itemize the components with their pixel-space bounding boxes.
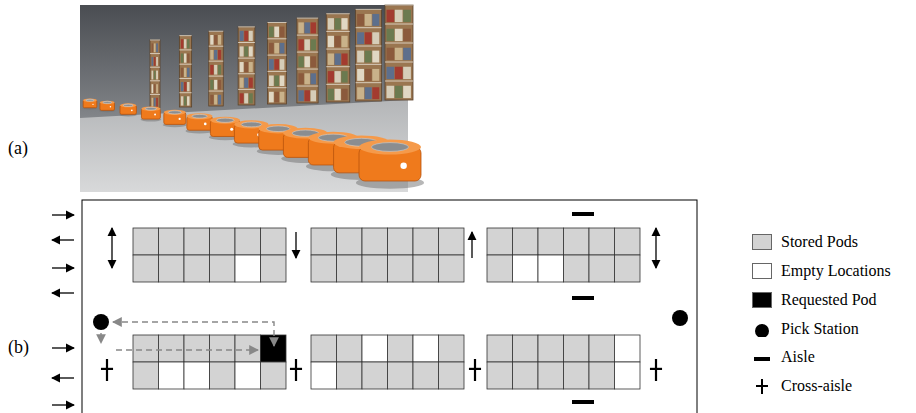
flow-arrows [52,215,656,405]
aisle-symbols [572,212,594,404]
pick-station [672,310,688,326]
cross-aisle-symbols [101,359,662,381]
legend-swatch [752,234,772,250]
legend-swatch [752,263,772,279]
robot-photo [80,5,424,192]
legend-item: Stored Pods [752,233,858,251]
panel-label: (a) [8,138,28,159]
photo-floor [80,100,408,192]
legend-item: Cross-aisle [752,377,852,395]
legend-symbol [752,321,772,337]
legend-symbol [752,349,772,365]
legend-item: Requested Pod [752,291,877,309]
legend-text: Pick Station [781,320,859,338]
legend-text: Requested Pod [781,291,877,309]
warehouse-layout [52,200,697,413]
legend-text: Cross-aisle [781,377,852,395]
legend-item: Aisle [752,348,815,366]
panel-label: (b) [8,337,29,358]
legend-item: Pick Station [752,320,859,338]
storage-grid [133,228,640,389]
legend-text: Stored Pods [781,233,858,251]
legend-swatch [752,292,772,308]
retrieval-path [101,322,274,350]
shelf-units [150,5,413,108]
legend-text: Empty Locations [781,262,891,280]
legend-text: Aisle [781,348,815,366]
warehouse-border [82,200,697,413]
pick-station [93,314,109,330]
legend-symbol [752,378,772,394]
panel-label-text: (b) [8,337,29,357]
legend-item: Empty Locations [752,262,891,280]
panel-label-text: (a) [8,138,28,158]
drive-robots [82,99,424,189]
